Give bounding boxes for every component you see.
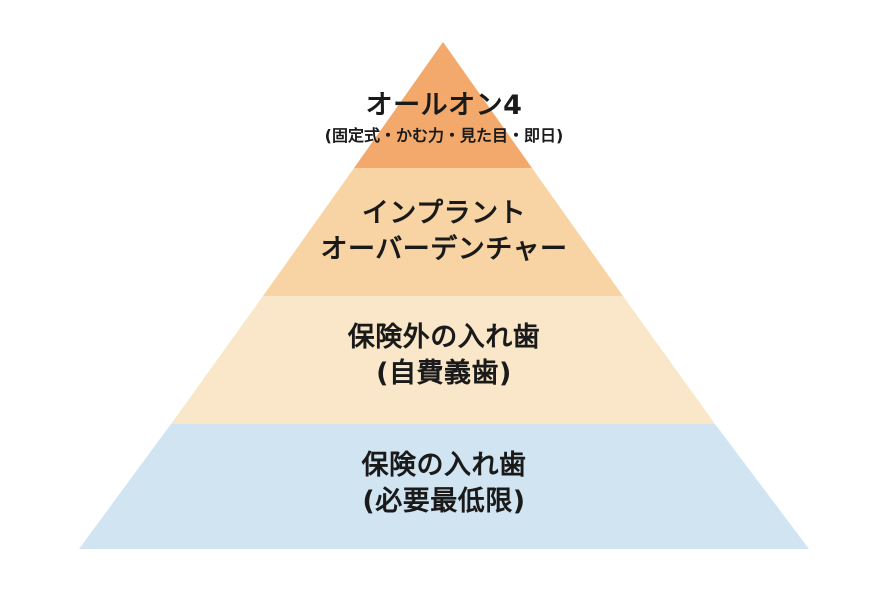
- pyramid-tier-3-shape: [171, 296, 715, 424]
- pyramid-tier-1-shape: [354, 42, 532, 168]
- pyramid-tier-2-shape: [263, 168, 623, 296]
- pyramid-tier-4-shape: [79, 424, 809, 549]
